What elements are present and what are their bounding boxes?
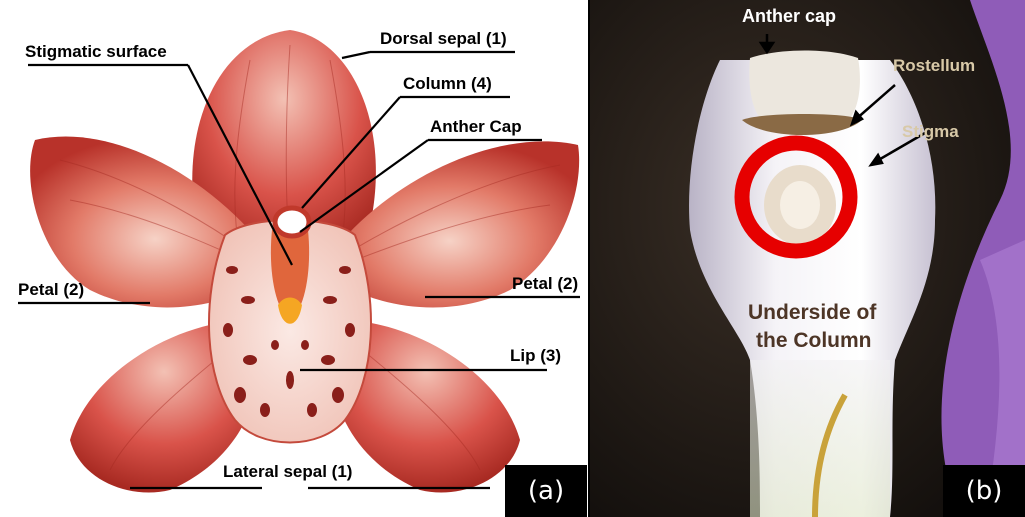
panel-b-badge: (b): [943, 465, 1025, 517]
label-column: Column (4): [403, 74, 492, 94]
label-petal-right: Petal (2): [512, 274, 578, 294]
panel-a-badge: (a): [505, 465, 587, 517]
anther-cap-shape-b: [749, 51, 860, 119]
orchid-illustration: [0, 0, 590, 517]
anther-cap-shape: [275, 208, 309, 236]
label-anther-cap-b: Anther cap: [742, 6, 836, 27]
label-lip: Lip (3): [510, 346, 561, 366]
label-stigmatic-surface: Stigmatic surface: [25, 42, 167, 62]
label-stigma: Stigma: [902, 122, 959, 142]
label-lateral-sepal: Lateral sepal (1): [223, 462, 352, 482]
label-dorsal-sepal: Dorsal sepal (1): [380, 29, 507, 49]
column-photo-panel: Anther cap Rostellum Stigma Underside of…: [590, 0, 1025, 517]
orchid-diagram-panel: Stigmatic surface Dorsal sepal (1) Colum…: [0, 0, 590, 517]
label-underside-line1: Underside of: [748, 301, 876, 325]
label-petal-left: Petal (2): [18, 280, 84, 300]
label-anther-cap: Anther Cap: [430, 117, 522, 137]
label-underside-line2: the Column: [756, 329, 872, 353]
label-rostellum: Rostellum: [893, 56, 975, 76]
column-photo: [590, 0, 1025, 517]
